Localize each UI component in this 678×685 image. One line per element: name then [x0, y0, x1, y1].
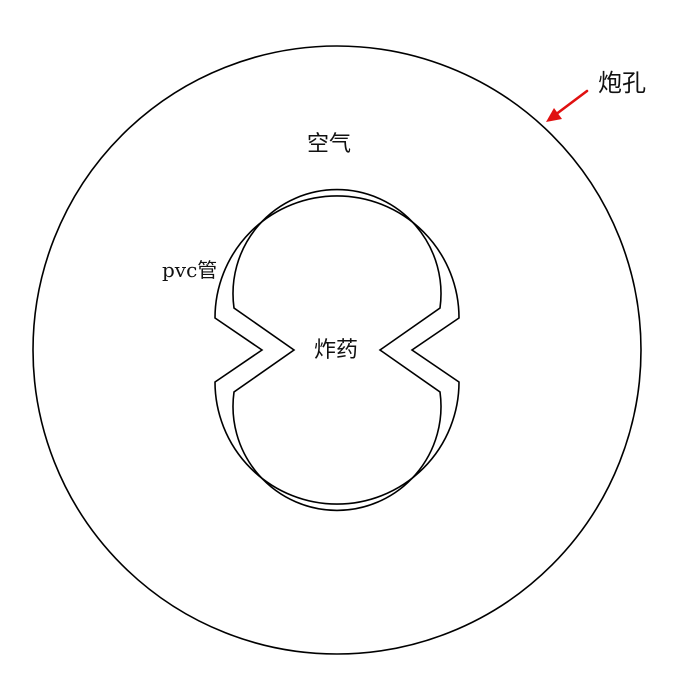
explosive-label: 炸药 [314, 338, 358, 363]
borehole-arrow [546, 89, 589, 122]
pvc-pipe-inner-wall [232, 188, 442, 512]
air-label: 空气 [307, 132, 351, 157]
borehole-circle [32, 45, 642, 655]
pvc-pipe-label: pvc管 [162, 258, 217, 282]
borehole-label: 炮孔 [598, 69, 646, 97]
